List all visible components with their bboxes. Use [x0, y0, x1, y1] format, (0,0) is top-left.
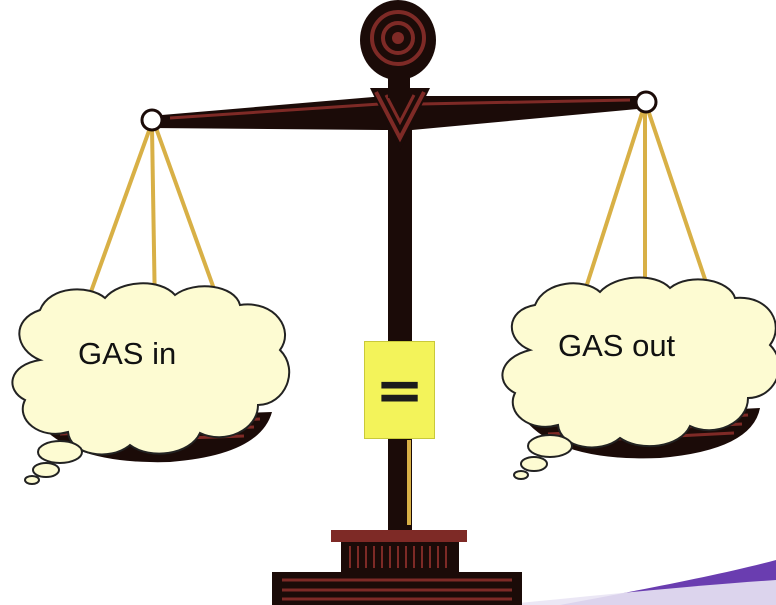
- top-finial: [360, 0, 436, 98]
- base: [272, 530, 522, 605]
- equals-sign: =: [364, 341, 435, 439]
- gas-in-label: GAS in: [78, 336, 177, 371]
- right-cloud: [501, 276, 776, 480]
- gas-out-label: GAS out: [558, 328, 676, 363]
- right-ropes: [580, 109, 714, 305]
- beam: [150, 88, 648, 150]
- right-hook: [634, 90, 658, 114]
- left-hook: [140, 108, 164, 132]
- footer-swoosh-light: [500, 580, 776, 605]
- left-ropes: [86, 127, 220, 313]
- left-cloud: [11, 282, 291, 485]
